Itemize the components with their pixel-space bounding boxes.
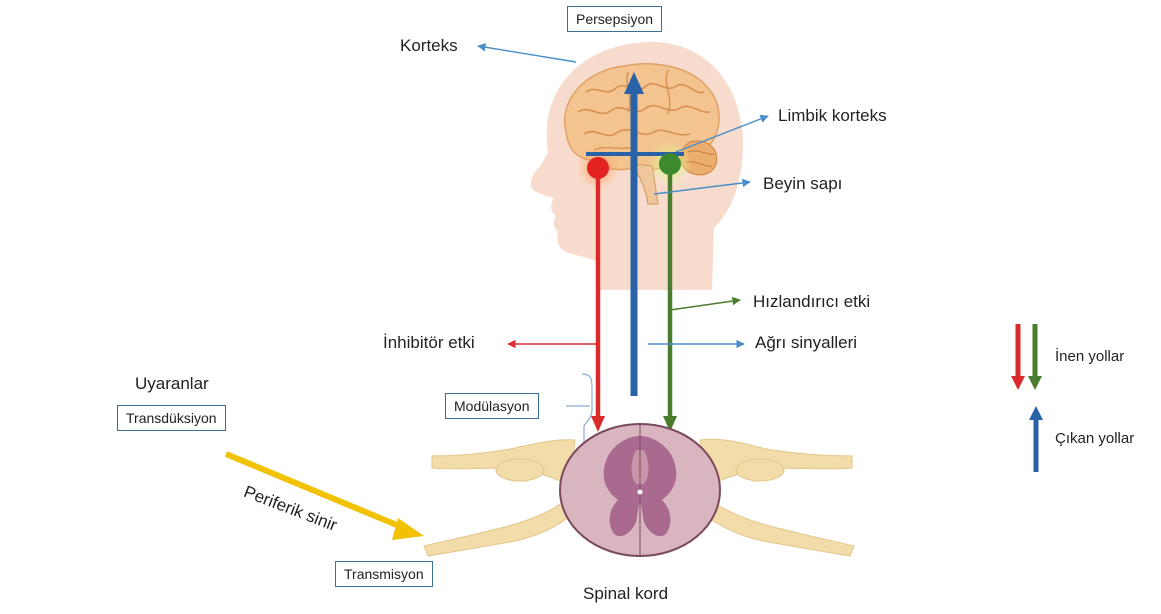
inhibitory-effect-label: İnhibitör etki bbox=[383, 333, 475, 353]
transduction-box: Transdüksiyon bbox=[117, 405, 226, 431]
cortex-pointer bbox=[478, 46, 576, 62]
spinal-cord-section bbox=[560, 424, 720, 556]
modulation-box: Modülasyon bbox=[445, 393, 539, 419]
legend-descending-arrows bbox=[1011, 324, 1042, 390]
spinal-cord-label: Spinal kord bbox=[583, 584, 668, 604]
stimuli-label: Uyaranlar bbox=[135, 374, 209, 394]
limbic-cortex-label: Limbik korteks bbox=[778, 106, 887, 126]
facilitatory-effect-label: Hızlandırıcı etki bbox=[753, 292, 870, 312]
transmission-box: Transmisyon bbox=[335, 561, 433, 587]
stimulus-arrowhead bbox=[392, 518, 424, 540]
modulation-bracket bbox=[582, 374, 592, 442]
facilitatory-nucleus bbox=[659, 153, 681, 175]
cortex-label: Korteks bbox=[400, 36, 458, 56]
legend-descending-label: İnen yollar bbox=[1055, 348, 1124, 365]
facilitatory-pointer bbox=[670, 300, 740, 310]
descending-inhibitory-arrowhead bbox=[591, 416, 605, 432]
inhibitory-nucleus bbox=[587, 157, 609, 179]
legend-ascending-arrow bbox=[1029, 406, 1043, 472]
pain-signals-label: Ağrı sinyalleri bbox=[755, 333, 857, 353]
perception-box: Persepsiyon bbox=[567, 6, 662, 32]
brainstem-label: Beyin sapı bbox=[763, 174, 842, 194]
legend-ascending-label: Çıkan yollar bbox=[1055, 430, 1134, 447]
